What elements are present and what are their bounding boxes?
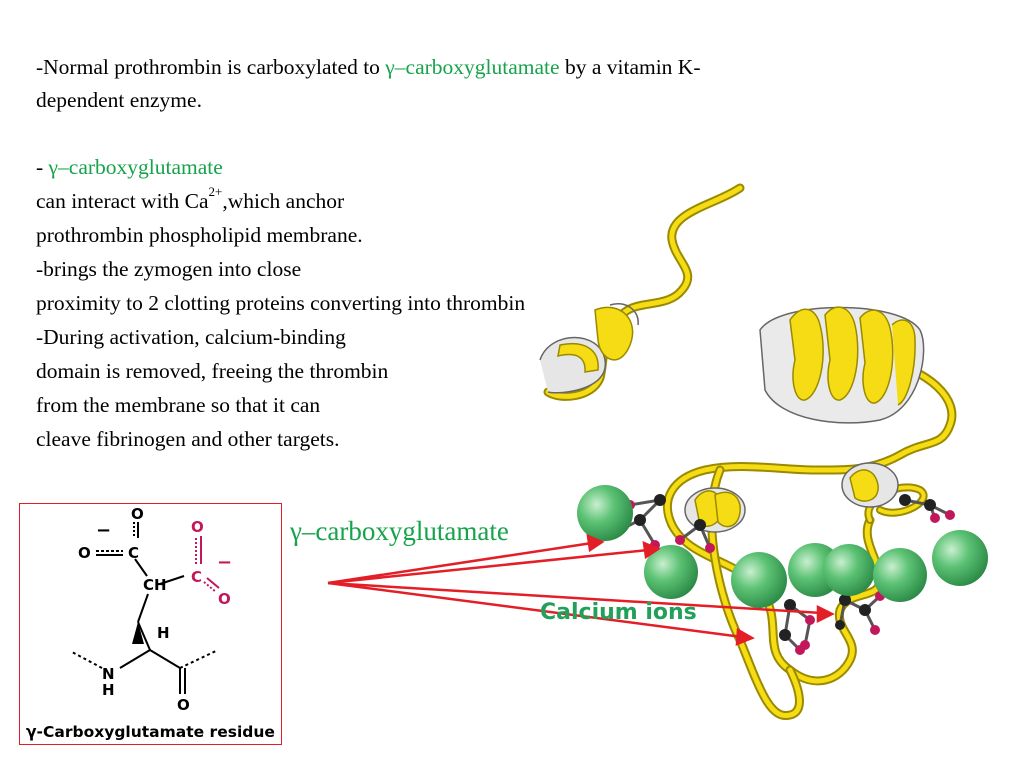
- calcium-ions: [577, 485, 988, 608]
- protein-ribbon: [543, 183, 957, 720]
- atom-ch-gamma: CH: [143, 576, 167, 594]
- p2-ca-superscript: 2+: [208, 184, 223, 199]
- paragraph-1-line-1: -Normal prothrombin is carboxylated to γ…: [36, 50, 701, 84]
- paragraph-4-line-1: -During activation, calcium-binding: [36, 325, 346, 349]
- charge-minus-left: −: [96, 520, 111, 541]
- structure-caption: γ-Carboxyglutamate residue: [26, 723, 275, 741]
- alpha-helix-right: [759, 306, 925, 424]
- carboxyglutamate-structure-diagram: − O O C CH H N H O O C O −: [71, 505, 232, 714]
- paragraph-2-line-1: can interact with Ca2+,which anchor: [36, 184, 344, 218]
- pointer-arrows: [327, 533, 835, 646]
- p2-gamma-term: γ–carboxyglutamate: [48, 155, 223, 179]
- atom-h-alpha: H: [157, 624, 170, 642]
- paragraph-4-line-2: domain is removed, freeing the thrombin: [36, 359, 389, 383]
- atom-n: N: [102, 665, 115, 683]
- paragraph-4-line-4: cleave fibrinogen and other targets.: [36, 427, 340, 451]
- gamma-carboxyglutamate-label: γ–carboxyglutamate: [290, 516, 509, 546]
- atom-o-carbonyl: O: [177, 696, 190, 714]
- alpha-helix-left: [539, 303, 639, 394]
- charge-minus-right: −: [217, 552, 232, 573]
- p2-anchor-text: ,which anchor: [222, 189, 345, 213]
- p2-ca-text: can interact with Ca: [36, 189, 209, 213]
- paragraph-2-line-2: prothrombin phospholipid membrane.: [36, 223, 363, 247]
- p1-gamma-term: γ–carboxyglutamate: [385, 55, 560, 79]
- paragraph-1-line-2: dependent enzyme.: [36, 88, 202, 112]
- paragraph-3-line-1: -brings the zymogen into close: [36, 257, 302, 281]
- alpha-helix-lower: [684, 462, 899, 533]
- atom-c-left: C: [128, 544, 139, 562]
- paragraph-4-line-3: from the membrane so that it can: [36, 393, 321, 417]
- calcium-ions-label: Calcium ions: [540, 600, 697, 625]
- p1-text-a: -Normal prothrombin is carboxylated to: [36, 55, 386, 79]
- atom-o-left: O: [78, 544, 91, 562]
- p2-dash: -: [36, 155, 49, 179]
- atom-c-magenta: C: [191, 568, 202, 586]
- atom-h-amide: H: [102, 681, 115, 699]
- carboxyglutamate-structure-box: − O O C CH H N H O O C O − γ-Carboxyglut…: [19, 503, 282, 745]
- p1-text-b: by a vitamin K-: [559, 55, 701, 79]
- atom-o-top: O: [131, 505, 144, 523]
- atom-o-magenta-top: O: [191, 518, 204, 536]
- paragraph-3-line-2: proximity to 2 clotting proteins convert…: [36, 291, 526, 315]
- paragraph-2-heading: - γ–carboxyglutamate: [36, 150, 223, 184]
- atom-o-magenta-bottom: O: [218, 590, 231, 608]
